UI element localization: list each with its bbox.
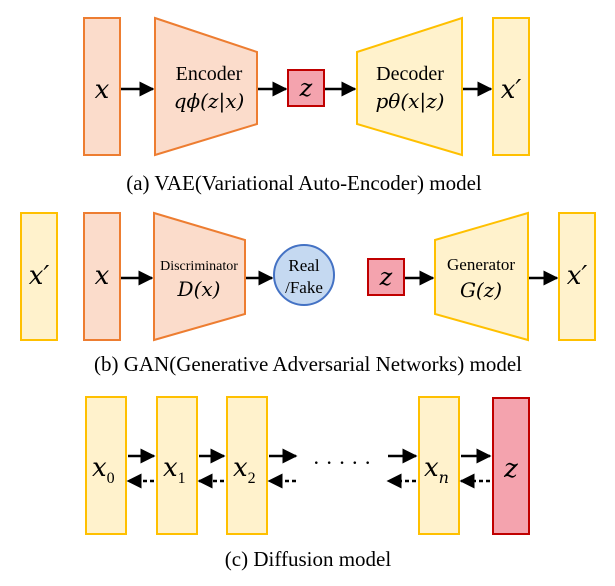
- gan-generator-label: Generator: [447, 255, 515, 274]
- diffusion-ellipsis: · · · · ·: [313, 450, 372, 475]
- diffusion-noise-block: [492, 397, 530, 535]
- vae-input-block: [83, 17, 121, 156]
- diffusion-noise-label: z: [503, 454, 518, 484]
- vae-latent-block: [287, 69, 325, 107]
- gan-verdict-line2: /Fake: [285, 278, 323, 297]
- diffusion-xn-label: xn: [424, 453, 449, 487]
- gan-discriminator-label: Discriminator: [160, 259, 238, 274]
- diffusion-xn-block: [418, 396, 460, 535]
- vae-decoder-formula: pθ(x|z): [375, 89, 444, 114]
- vae-output-block: [492, 17, 530, 156]
- vae-input-label: x: [95, 75, 110, 105]
- diffusion-x0-block: [85, 396, 127, 535]
- diffusion-x1-block: [156, 396, 198, 535]
- gan-generated-sample-block: [20, 212, 58, 341]
- gan-caption: (b) GAN(Generative Adversarial Networks)…: [94, 352, 522, 376]
- gan-discriminator-trapezoid: [153, 211, 246, 342]
- vae-encoder-formula: qϕ(z|x): [174, 89, 245, 114]
- diffusion-x0-label: x0: [92, 453, 115, 487]
- gan-real-sample-block: [83, 212, 121, 341]
- gan-verdict-line1: Real: [288, 256, 319, 275]
- vae-encoder-trapezoid: [154, 16, 258, 157]
- vae-caption: (a) VAE(Variational Auto-Encoder) model: [126, 171, 482, 195]
- gan-generator-formula: G(z): [460, 278, 502, 302]
- diffusion-caption: (c) Diffusion model: [225, 547, 392, 571]
- gan-verdict-circle: [273, 244, 335, 306]
- diffusion-x1-label: x1: [163, 453, 186, 487]
- diffusion-x2-block: [226, 396, 268, 535]
- vae-output-label: x′: [501, 75, 522, 105]
- vae-decoder-trapezoid: [356, 16, 463, 157]
- gan-panel: x′ x Discriminator D(x) Real /Fake z Gen…: [20, 211, 596, 376]
- gan-real-sample-label: x: [95, 261, 110, 291]
- gan-noise-label: z: [379, 263, 393, 291]
- gan-noise-block: [367, 258, 405, 296]
- vae-panel: x Encoder qϕ(z|x) z Decoder pθ(x|z) x′ (…: [83, 16, 530, 195]
- gan-output-block: [558, 212, 596, 341]
- vae-latent-label: z: [299, 74, 313, 102]
- gan-discriminator-formula: D(x): [177, 277, 221, 301]
- vae-decoder-label: Decoder: [376, 63, 444, 85]
- gan-generator-trapezoid: [434, 211, 529, 342]
- diffusion-x2-label: x2: [233, 453, 256, 487]
- vae-encoder-label: Encoder: [176, 63, 243, 85]
- gan-generated-sample-label: x′: [29, 261, 50, 291]
- gan-output-label: x′: [567, 261, 588, 291]
- diffusion-panel: x0 x1 x2 · · · · · xn z (c) Diffusion mo…: [85, 396, 530, 571]
